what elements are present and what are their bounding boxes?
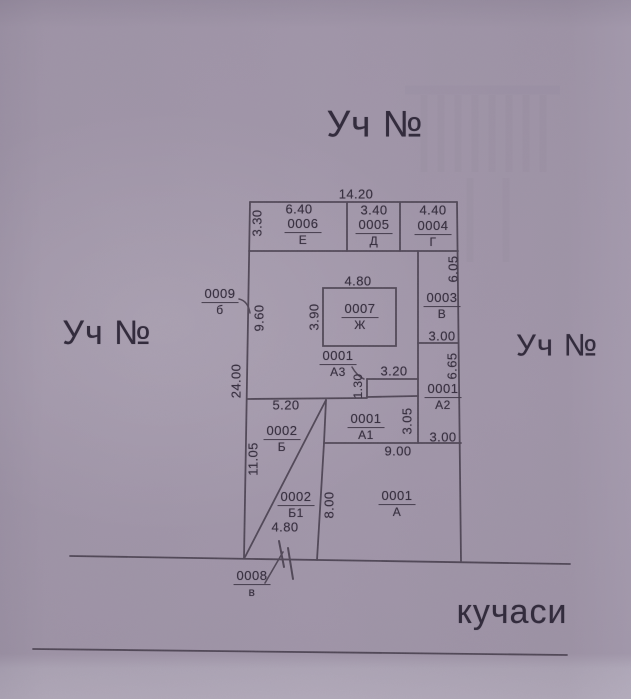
- dim-total-width: 14.20: [338, 186, 374, 202]
- dim-b-top: 5.20: [272, 397, 300, 413]
- parcel-letter: А1: [358, 427, 374, 442]
- dim-g-width: 4.40: [419, 202, 447, 218]
- parcel-code: 0008: [233, 569, 271, 585]
- dim-a1-height: 3.05: [399, 407, 415, 435]
- parcel-label-d: 0005 Д: [355, 218, 393, 248]
- dim-e-width: 6.40: [285, 201, 313, 217]
- dim-right-upper: 6.05: [445, 255, 461, 283]
- parcel-letter: А3: [330, 364, 346, 379]
- plot-number-right: Уч №: [516, 327, 598, 363]
- dim-left-lower: 11.05: [245, 442, 261, 476]
- parcel-label-zh: 0007 Ж: [341, 302, 379, 332]
- dim-left-upper: 9.60: [251, 304, 267, 332]
- parcel-letter: Д: [369, 233, 379, 248]
- parcel-label-v: 0003 В: [423, 291, 461, 321]
- parcel-label-b: 0002 Б: [263, 424, 301, 454]
- street-name: кучаси: [456, 593, 568, 631]
- parcel-letter: Г: [429, 234, 437, 249]
- dim-v-bottom: 3.00: [428, 328, 456, 344]
- parcel-letter: А2: [435, 397, 451, 412]
- dim-a2-bottom: 3.00: [429, 429, 457, 445]
- dim-left-total: 24.00: [228, 363, 244, 399]
- parcel-code: 0007: [341, 302, 379, 318]
- parcel-label-a: 0001 А: [378, 489, 416, 519]
- dim-zh-width: 4.80: [344, 273, 372, 289]
- parcel-letter: б: [216, 302, 224, 317]
- parcel-letter: А: [392, 504, 402, 519]
- parcel-letter: Б: [277, 439, 287, 454]
- parcel-code: 0009: [201, 287, 239, 303]
- dim-step-width: 3.20: [380, 363, 408, 379]
- parcel-label-b-outside: 0009 б: [201, 287, 239, 317]
- dim-a-left: 8.00: [321, 491, 337, 519]
- parcel-letter: Ж: [354, 317, 366, 332]
- parcel-letter: В: [437, 306, 447, 321]
- parcel-code: 0002: [263, 424, 301, 440]
- parcel-code: 0002: [277, 490, 315, 506]
- plot-number-top: Уч №: [326, 103, 424, 145]
- parcel-code: 0005: [355, 218, 393, 234]
- parcel-letter: Е: [298, 232, 308, 247]
- parcel-label-gate: 0008 в: [233, 569, 271, 599]
- parcel-code: 0001: [378, 489, 416, 505]
- parcel-label-a3: 0001 А3: [319, 349, 357, 379]
- parcel-label-e: 0006 Е: [284, 217, 322, 247]
- dim-zh-height: 3.90: [306, 303, 322, 331]
- parcel-code: 0003: [423, 291, 461, 307]
- parcel-code: 0001: [347, 412, 385, 428]
- parcel-letter: в: [248, 584, 256, 599]
- parcel-code: 0001: [319, 349, 357, 365]
- parcel-code: 0001: [424, 382, 462, 398]
- parcel-label-a2: 0001 А2: [424, 382, 462, 412]
- parcel-label-g: 0004 Г: [414, 219, 452, 249]
- dim-a-top: 9.00: [384, 443, 412, 459]
- plot-number-left: Уч №: [62, 314, 152, 352]
- dim-toprow-height: 3.30: [249, 209, 265, 237]
- dim-gate-width: 4.80: [271, 519, 299, 535]
- dim-right-mid: 6.65: [444, 352, 460, 380]
- parcel-label-b1: 0002 Б1: [277, 490, 315, 520]
- parcel-code: 0004: [414, 219, 452, 235]
- parcel-letter: Б1: [288, 505, 304, 520]
- parcel-label-a1: 0001 А1: [347, 412, 385, 442]
- dim-d-width: 3.40: [360, 202, 388, 218]
- parcel-code: 0006: [284, 217, 322, 233]
